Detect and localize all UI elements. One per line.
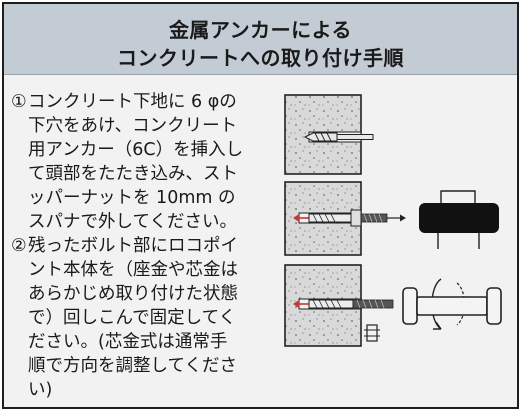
anchor-bolt-icon (308, 209, 388, 227)
threaded-bolt-icon (308, 299, 394, 309)
step-2-line-1: 残ったボルト部にロコポイ (28, 236, 238, 256)
step-2-line-6: 順で方向を調整してくださ (28, 356, 237, 376)
header-bar: 金属アンカーによる コンクリートへの取り付け手順 (4, 4, 517, 75)
step-2-line-5: ださい。(芯金式は通常手 (28, 332, 228, 352)
connector-body-icon (402, 287, 502, 325)
step-1-line-6: スパナで外してください。 (28, 212, 237, 232)
drill-bit-icon (303, 132, 374, 142)
wrench-socket-icon (419, 190, 499, 249)
step-1-line-1: コンクリート下地に 6 φの (28, 92, 237, 112)
step-1: ①コンクリート下地に 6 φの 下穴をあけ、コンクリート 用アンカー（6C）を挿… (11, 90, 276, 234)
steps-list: ①コンクリート下地に 6 φの 下穴をあけ、コンクリート 用アンカー（6C）を挿… (11, 90, 276, 402)
step-1-marker: ① (11, 92, 27, 112)
step-1-line-4: て頭部をたたき込み、スト (28, 164, 238, 184)
installation-illustration (284, 94, 502, 347)
step-2-line-2: ント本体を（座金や芯金は (28, 260, 238, 280)
content-area: ①コンクリート下地に 6 φの 下穴をあけ、コンクリート 用アンカー（6C）を挿… (4, 75, 517, 407)
title-line-2: コンクリートへの取り付け手順 (117, 46, 404, 70)
arrow-right-icon (387, 214, 406, 222)
step-2-line-7: い) (28, 380, 53, 400)
step-2-line-4: で）回しこんで固定してく (28, 308, 237, 328)
step-1-line-3: 用アンカー（6C）を挿入し (28, 140, 244, 160)
washer-icon (364, 324, 380, 342)
step-2-marker: ② (11, 236, 27, 256)
step-1-line-2: 下穴をあけ、コンクリート (28, 116, 238, 136)
instruction-panel: 金属アンカーによる コンクリートへの取り付け手順 ①コンクリート下地に 6 φの… (2, 2, 519, 409)
step-2-line-3: あらかじめ取り付けた状態 (28, 284, 238, 304)
step-1-line-5: ッパーナットを 10mm の (28, 188, 236, 208)
step-2: ②残ったボルト部にロコポイ ント本体を（座金や芯金は あらかじめ取り付けた状態 … (11, 234, 276, 402)
title-line-1: 金属アンカーによる (168, 18, 353, 42)
